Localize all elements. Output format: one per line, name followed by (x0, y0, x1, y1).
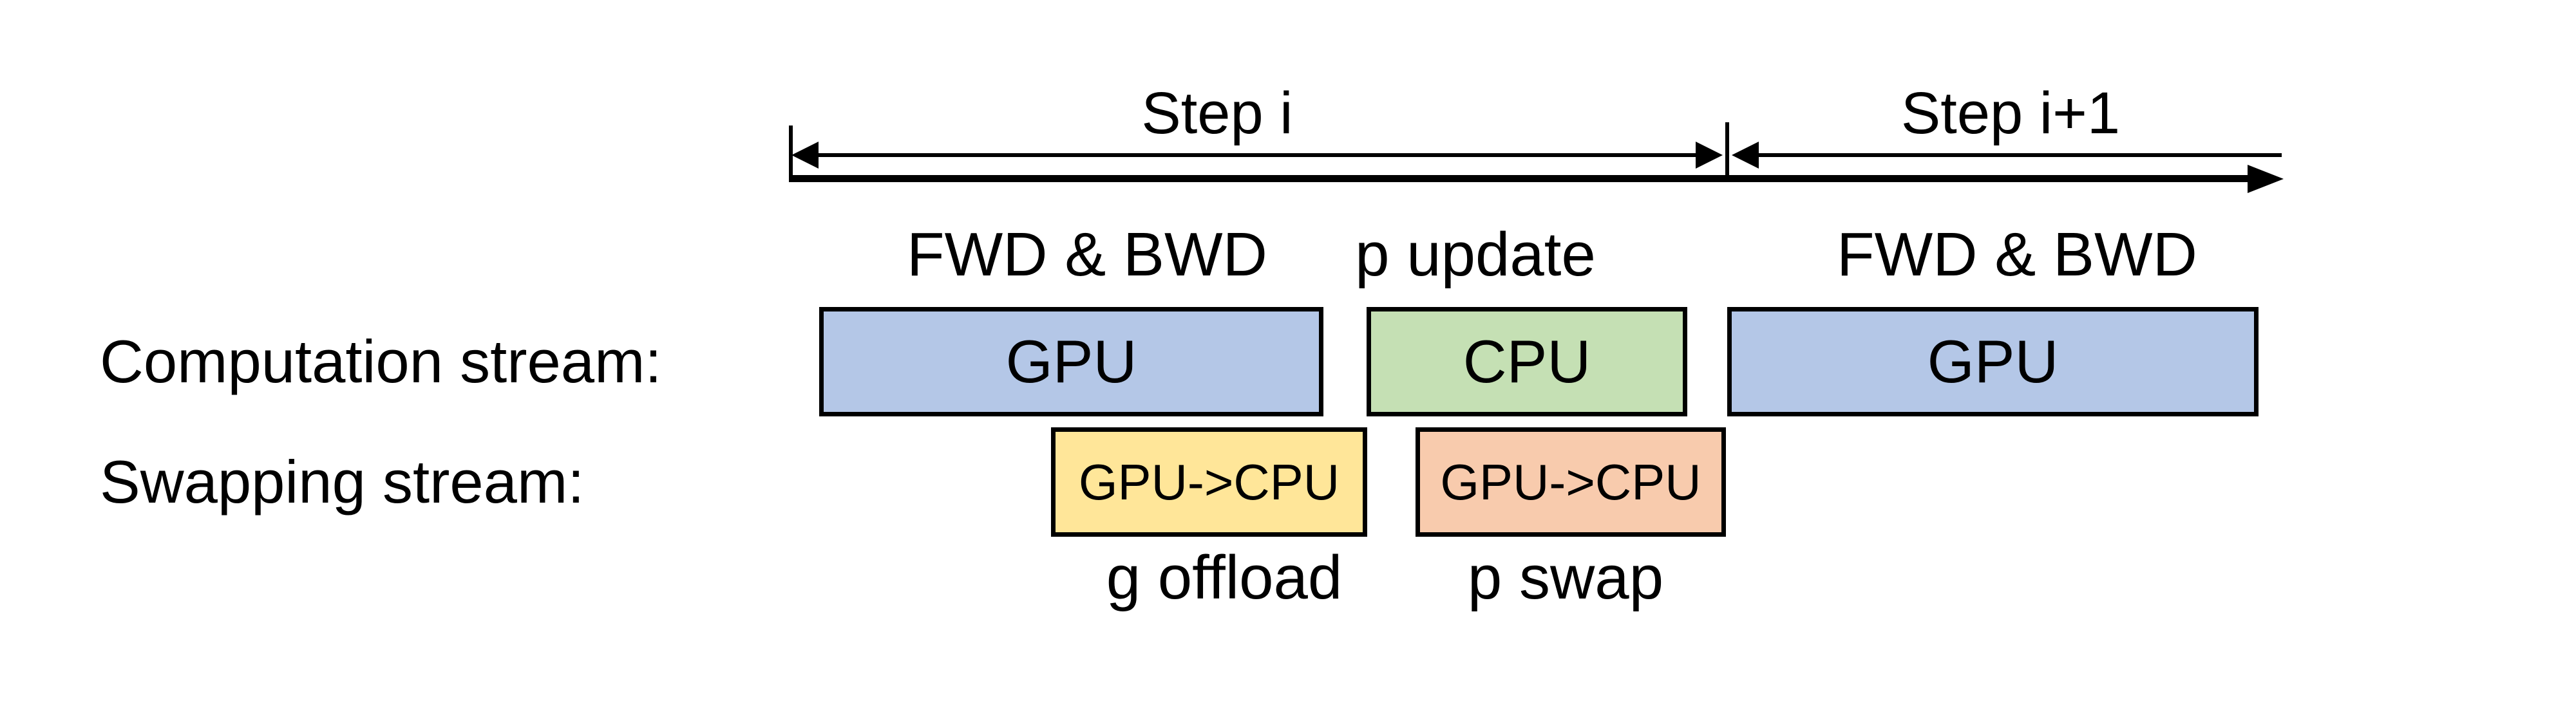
step-i1-label: Step i+1 (1900, 80, 2121, 146)
step-i-label: Step i (1141, 80, 1293, 146)
computation-block-gpu-step-i1: GPU (1727, 307, 2259, 416)
phase-label-p-update: p update (1355, 220, 1596, 289)
arrowhead-left-icon (791, 142, 819, 169)
phase-label-fwd-bwd-step-i1: FWD & BWD (1837, 220, 2197, 289)
time-axis-arrowhead-icon (2248, 165, 2284, 193)
computation-block-gpu-step-i: GPU (819, 307, 1323, 416)
phase-label-fwd-bwd-step-i: FWD & BWD (907, 220, 1267, 289)
step-i1-interval-arrow (1757, 153, 2282, 157)
swapping-stream-row-label: Swapping stream: (100, 448, 585, 516)
step-i-interval-arrow (816, 153, 1698, 157)
arrowhead-right-icon (1696, 142, 1723, 169)
step-boundary-tick-start (789, 125, 793, 182)
caption-g-offload: g offload (1106, 543, 1343, 612)
step-boundary-tick-middle (1725, 122, 1729, 182)
time-axis-line (790, 175, 2249, 182)
computation-block-cpu-p-update: CPU (1367, 307, 1687, 416)
arrowhead-left-icon (1732, 142, 1759, 169)
swapping-block-p-swap: GPU->CPU (1416, 427, 1726, 537)
caption-p-swap: p swap (1467, 543, 1664, 612)
computation-stream-row-label: Computation stream: (100, 328, 662, 395)
swapping-block-g-offload: GPU->CPU (1051, 427, 1367, 537)
